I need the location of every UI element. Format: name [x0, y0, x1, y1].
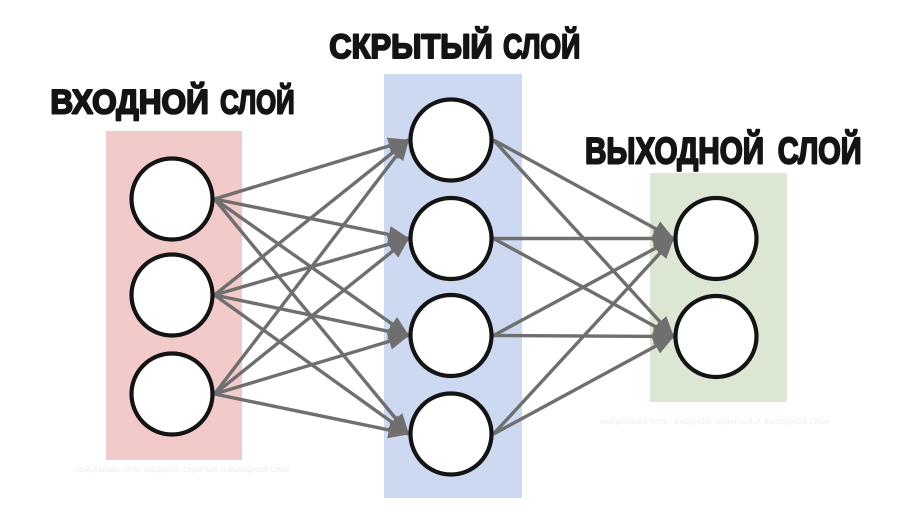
- svg-text:нейронная сеть: входной, скрыт: нейронная сеть: входной, скрытый и выход…: [75, 464, 290, 474]
- svg-text:нейронная сеть: входной, скрыт: нейронная сеть: входной, скрытый и выход…: [600, 416, 830, 426]
- svg-text:СЛОЙ: СЛОЙ: [220, 83, 294, 121]
- svg-text:ВХОДНОЙ: ВХОДНОЙ: [50, 81, 208, 120]
- svg-text:ВЫХОДНОЙ: ВЫХОДНОЙ: [585, 129, 764, 172]
- svg-text:СЛОЙ: СЛОЙ: [778, 129, 862, 173]
- svg-text:СКРЫТЫЙ: СКРЫТЫЙ: [329, 25, 493, 65]
- svg-text:СЛОЙ: СЛОЙ: [503, 26, 580, 66]
